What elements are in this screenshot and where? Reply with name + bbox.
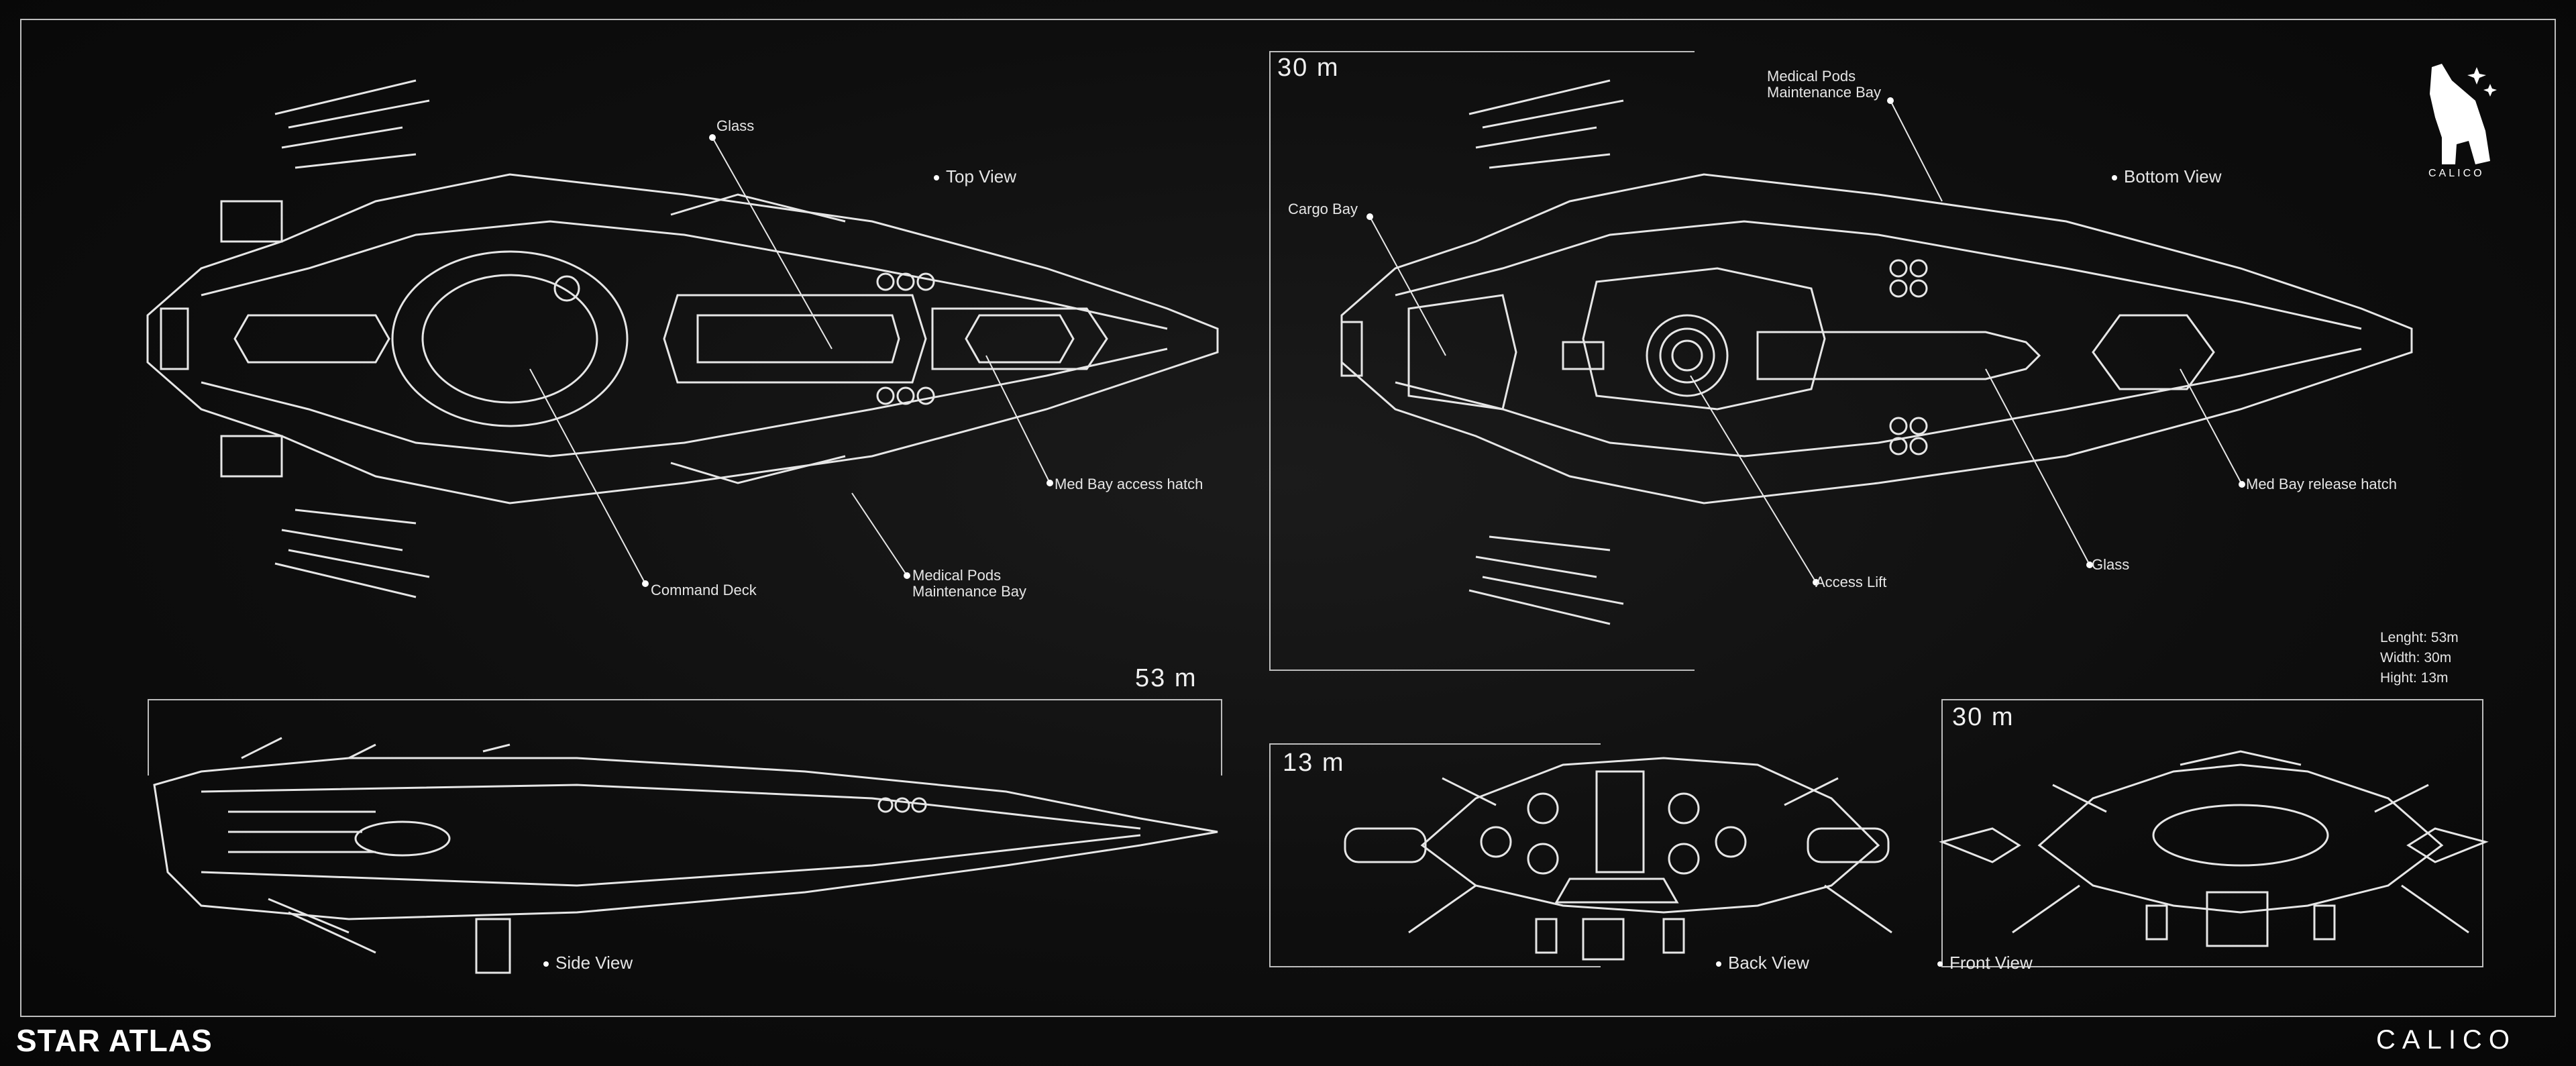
calico-wordmark: CALICO [2376, 1025, 2516, 1055]
back-view-ship [1344, 757, 1892, 961]
label-medical-pods-bottom-line1: Medical Pods [1767, 68, 1856, 85]
label-medical-pods-top-line1: Medical Pods [912, 567, 1002, 584]
side-view-box [148, 699, 1222, 776]
blueprint-frame [20, 19, 2556, 1017]
label-glass-bottom: Glass [2092, 556, 2130, 573]
label-medical-pods-bottom: Medical Pods Maintenance Bay [1767, 68, 1881, 101]
side-view-title: Side View [543, 953, 633, 973]
dimension-side-length: 53 m [1135, 664, 1197, 692]
front-view-title: Front View [1937, 953, 2033, 973]
leader-lines [529, 100, 2243, 584]
dimension-front-width: 30 m [1952, 703, 2015, 731]
ship-specs: Lenght: 53m Width: 30m Hight: 13m [2380, 628, 2459, 688]
label-glass-top: Glass [716, 117, 755, 134]
spec-width: Width: 30m [2380, 650, 2452, 665]
leader-dots [642, 97, 2245, 587]
back-view-box [1269, 743, 1601, 967]
calico-bear-logo-icon [2430, 64, 2497, 164]
label-command-deck: Command Deck [651, 582, 757, 598]
front-view-box [1941, 699, 2483, 967]
side-view-ship [153, 737, 1218, 974]
label-medical-pods-top: Medical Pods Maintenance Bay [912, 568, 1026, 600]
spec-height: Hight: 13m [2380, 670, 2449, 686]
logo-caption: CALICO [2428, 168, 2485, 179]
dimension-bottom-width: 30 m [1277, 54, 1340, 82]
label-access-lift: Access Lift [1815, 574, 1887, 590]
star-atlas-logo: STAR ATLAS [16, 1023, 213, 1058]
label-cargo-bay: Cargo Bay [1288, 201, 1358, 217]
label-med-bay-release: Med Bay release hatch [2246, 476, 2398, 492]
bottom-view-ship [1340, 79, 2413, 625]
back-view-title: Back View [1716, 953, 1809, 973]
spec-length: Lenght: 53m [2380, 630, 2459, 645]
bottom-view-title: Bottom View [2112, 166, 2221, 187]
label-med-bay-access: Med Bay access hatch [1055, 476, 1203, 492]
top-view-title: Top View [934, 166, 1016, 187]
bottom-view-box [1269, 51, 1695, 671]
top-view-ship [146, 79, 1219, 598]
label-medical-pods-bottom-line2: Maintenance Bay [1767, 84, 1881, 101]
dimension-back-height: 13 m [1283, 749, 1345, 777]
label-medical-pods-top-line2: Maintenance Bay [912, 583, 1026, 600]
front-view-ship [1939, 750, 2489, 947]
